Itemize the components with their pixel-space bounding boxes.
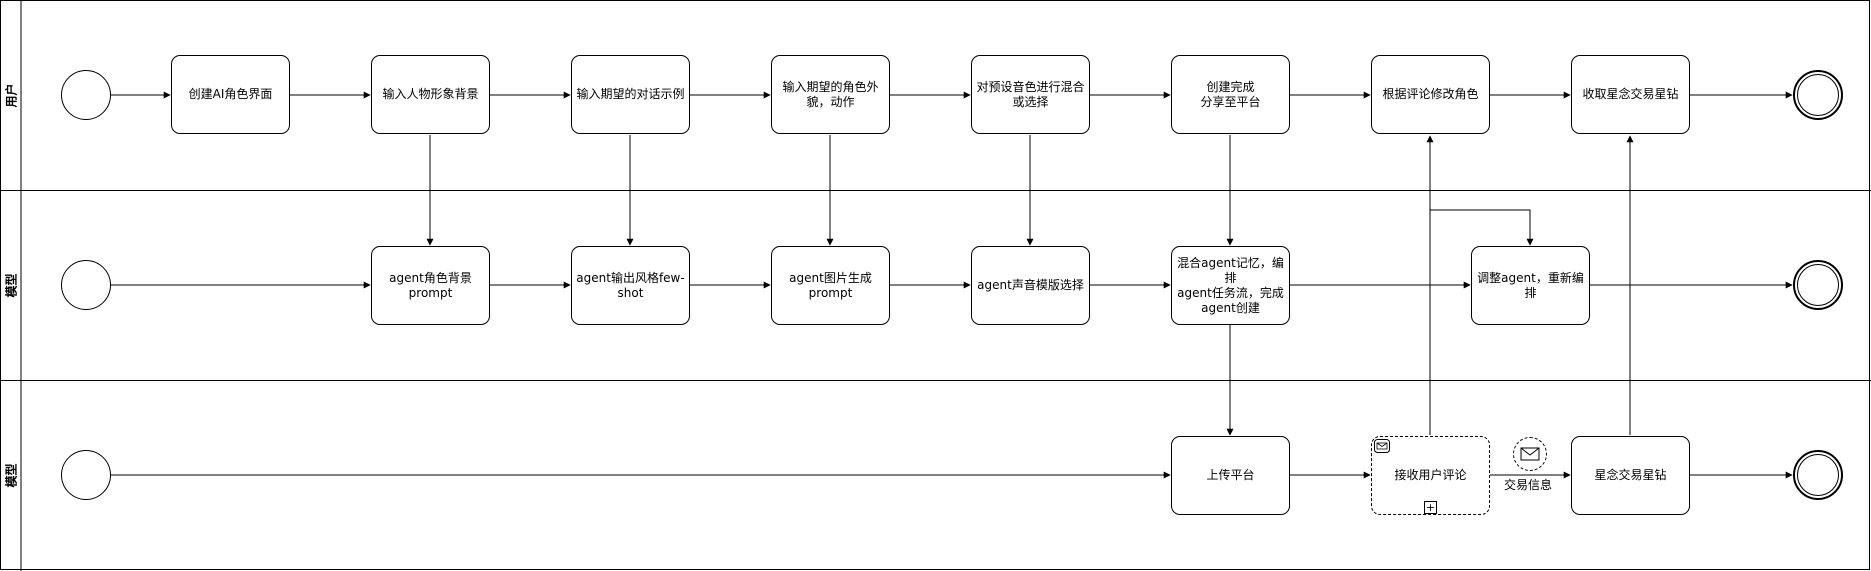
end-event-model-2 [1793, 450, 1843, 500]
task-create-share[interactable]: 创建完成 分享至平台 [1171, 55, 1290, 134]
task-upload[interactable]: 上传平台 [1171, 436, 1290, 515]
task-mix-voice[interactable]: 对预设音色进行混合 或选择 [971, 55, 1090, 134]
message-event [1513, 437, 1547, 471]
end-event-user [1793, 70, 1843, 120]
task-diamond-trade[interactable]: 星念交易星钻 [1571, 436, 1690, 515]
task-agent-fewshot[interactable]: agent输出风格few- shot [571, 246, 690, 325]
task-agent-img-prompt[interactable]: agent图片生成prompt [771, 246, 890, 325]
task-input-dialog[interactable]: 输入期望的对话示例 [571, 55, 690, 134]
task-collect-diamond[interactable]: 收取星念交易星钻 [1571, 55, 1690, 134]
start-event-user [61, 70, 111, 120]
start-event-model-1 [61, 260, 111, 310]
task-receive-comment-label: 接收用户评论 [1394, 468, 1467, 482]
task-modify-by-comment[interactable]: 根据评论修改角色 [1371, 55, 1490, 134]
lane-label-model-2: 模型 [4, 463, 19, 488]
task-receive-comment[interactable]: 接收用户评论 [1371, 436, 1490, 515]
task-create-ui[interactable]: 创建AI角色界面 [171, 55, 290, 134]
start-event-model-2 [61, 450, 111, 500]
lane-label-model-1: 模型 [4, 272, 19, 298]
lane-label-user: 用户 [4, 82, 19, 108]
edge-label-trade-info: 交易信息 [1504, 476, 1553, 493]
edge-receive-to-adjust [1430, 209, 1534, 246]
task-agent-mix[interactable]: 混合agent记忆，编排 agent任务流，完成 agent创建 [1171, 246, 1290, 325]
task-input-look[interactable]: 输入期望的角色外 貌，动作 [771, 55, 890, 134]
task-agent-adjust[interactable]: 调整agent，重新编排 [1471, 246, 1590, 325]
end-event-model-1 [1793, 260, 1843, 310]
envelope-icon [1374, 439, 1390, 453]
task-input-background[interactable]: 输入人物形象背景 [371, 55, 490, 134]
plus-icon: + [1424, 501, 1437, 514]
task-agent-voice[interactable]: agent声音模版选择 [971, 246, 1090, 325]
envelope-icon [1520, 447, 1540, 461]
task-agent-bg-prompt[interactable]: agent角色背景prompt [371, 246, 490, 325]
